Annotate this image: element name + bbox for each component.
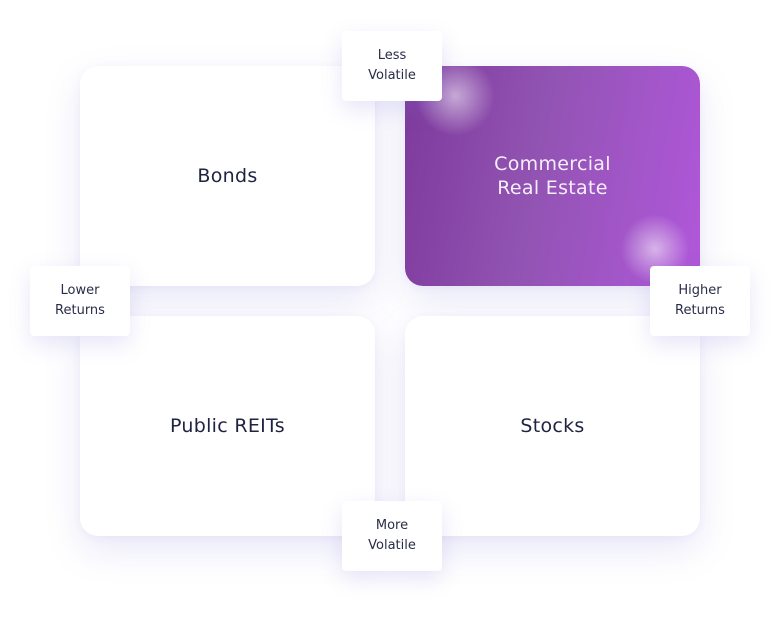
quadrant-commercial-real-estate: Commercial Real Estate xyxy=(405,66,700,286)
quadrant-public-reits: Public REITs xyxy=(80,316,375,536)
quadrant-bonds-label: Bonds xyxy=(197,165,258,187)
axis-label-more-volatile-text: More Volatile xyxy=(368,518,416,553)
quadrant-bonds: Bonds xyxy=(80,66,375,286)
quadrant-commercial-real-estate-label: Commercial Real Estate xyxy=(494,153,611,199)
axis-label-less-volatile-text: Less Volatile xyxy=(368,48,416,83)
axis-label-more-volatile: More Volatile xyxy=(342,501,442,571)
axis-label-lower-returns: Lower Returns xyxy=(30,266,130,336)
quadrant-stocks-label: Stocks xyxy=(520,415,585,437)
quadrant-public-reits-label: Public REITs xyxy=(169,415,286,437)
quadrant-stocks: Stocks xyxy=(405,316,700,536)
axis-label-higher-returns: Higher Returns xyxy=(650,266,750,336)
axis-label-lower-returns-text: Lower Returns xyxy=(55,283,105,318)
axis-label-less-volatile: Less Volatile xyxy=(342,31,442,101)
axis-label-higher-returns-text: Higher Returns xyxy=(675,283,725,318)
